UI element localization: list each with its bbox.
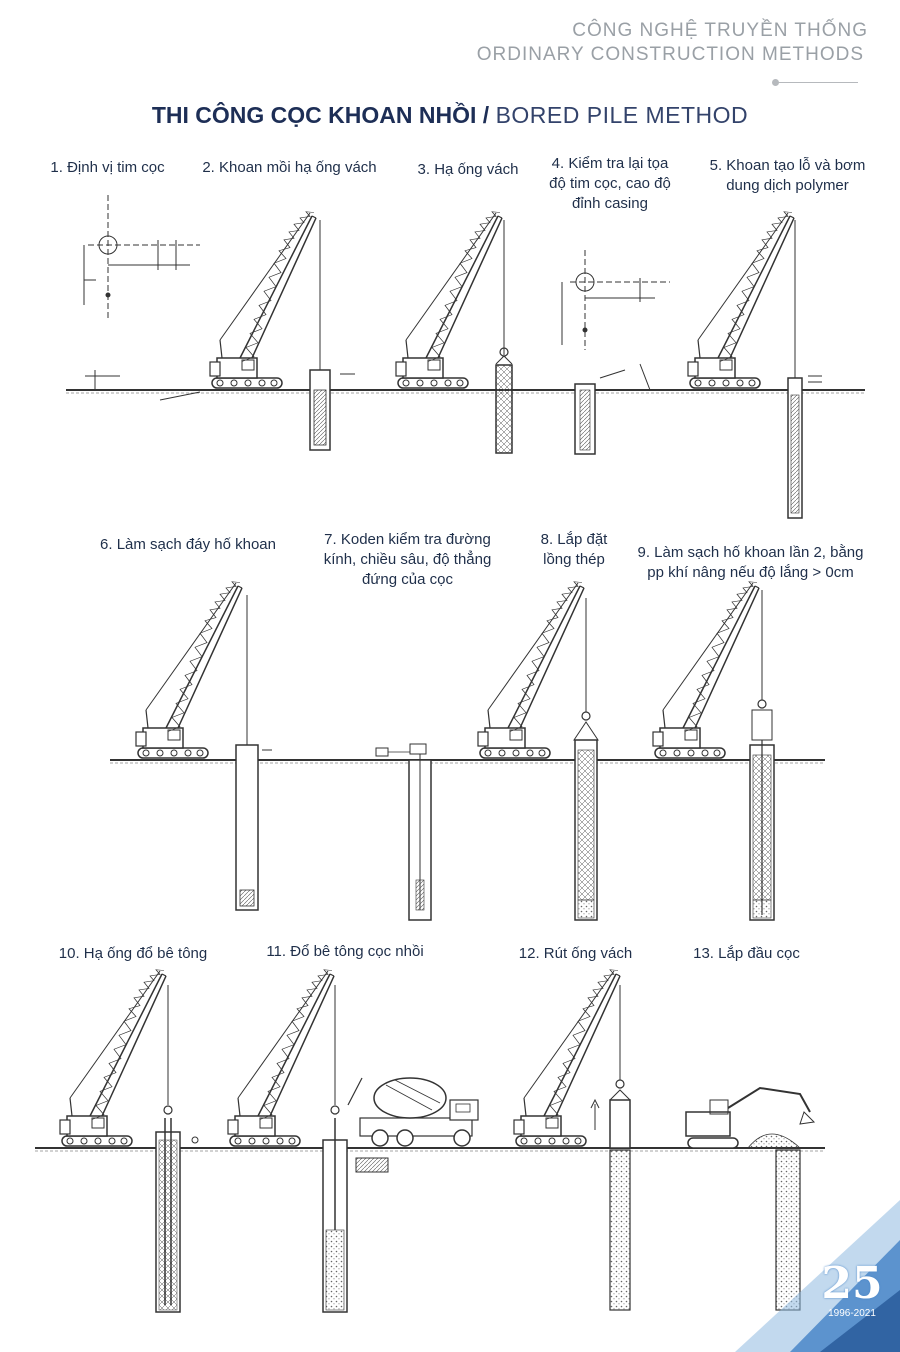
step-6-crane [135,580,272,911]
step-2-crane [209,210,355,451]
step-12-label: 12. Rút ống vách [518,945,633,962]
step-7-label: 7. Koden kiểm tra đường kính, chiều sâu,… [323,531,492,588]
badge-years: 1996-2021 [828,1308,876,1319]
step-5-label: 5. Khoan tạo lỗ và bơm dung dịch polymer [709,157,866,194]
row-1-ground [66,389,865,394]
page-title: THI CÔNG CỌC KHOAN NHỒI / BORED PILE MET… [0,102,900,129]
step-11-label: 11. Đổ bê tông cọc nhồi [266,943,424,960]
step-6-label: 6. Làm sạch đáy hố khoan [100,536,276,553]
step-8-label: 8. Lắp đặt lồng thép [540,531,608,568]
step-3-label: 3. Hạ ống vách [417,161,519,178]
step-9-label: 9. Làm sạch hố khoan lần 2, bằng pp khí … [637,544,864,581]
step-3-crane [395,210,513,454]
header-rule [776,82,858,83]
step-5-crane [687,210,822,519]
title-separator: / [476,102,496,128]
step-4-drawing [561,250,670,455]
step-7-drawing [375,743,432,921]
header-line-1: CÔNG NGHỆ TRUYỀN THỐNG [572,20,868,41]
step-1-drawing [83,195,201,401]
title-en: BORED PILE METHOD [495,102,749,128]
step-1-label: 1. Định vị tim cọc [50,159,165,176]
step-10-label: 10. Hạ ống đổ bê tông [58,945,208,962]
step-11-crane-and-truck [227,968,479,1313]
step-4-label: 4. Kiểm tra lại tọa độ tim cọc, cao độ đ… [549,155,671,212]
title-vn: THI CÔNG CỌC KHOAN NHỒI [151,102,477,128]
step-13-excavator [685,1086,816,1311]
step-2-label: 2. Khoan mồi hạ ống vách [202,159,377,176]
badge-number: 25 [821,1258,883,1309]
step-9-crane [652,580,775,921]
step-10-crane [59,968,199,1313]
row-2-ground [110,759,825,764]
step-13-label: 13. Lắp đầu cọc [693,945,800,962]
anniversary-badge: 25 1996-2021 [812,1258,892,1320]
header-line-2: ORDINARY CONSTRUCTION METHODS [476,44,864,65]
step-12-crane [513,968,631,1311]
step-8-crane [477,580,599,921]
corner-badge-graphic [735,1200,900,1352]
header-rule-dot [772,79,779,86]
